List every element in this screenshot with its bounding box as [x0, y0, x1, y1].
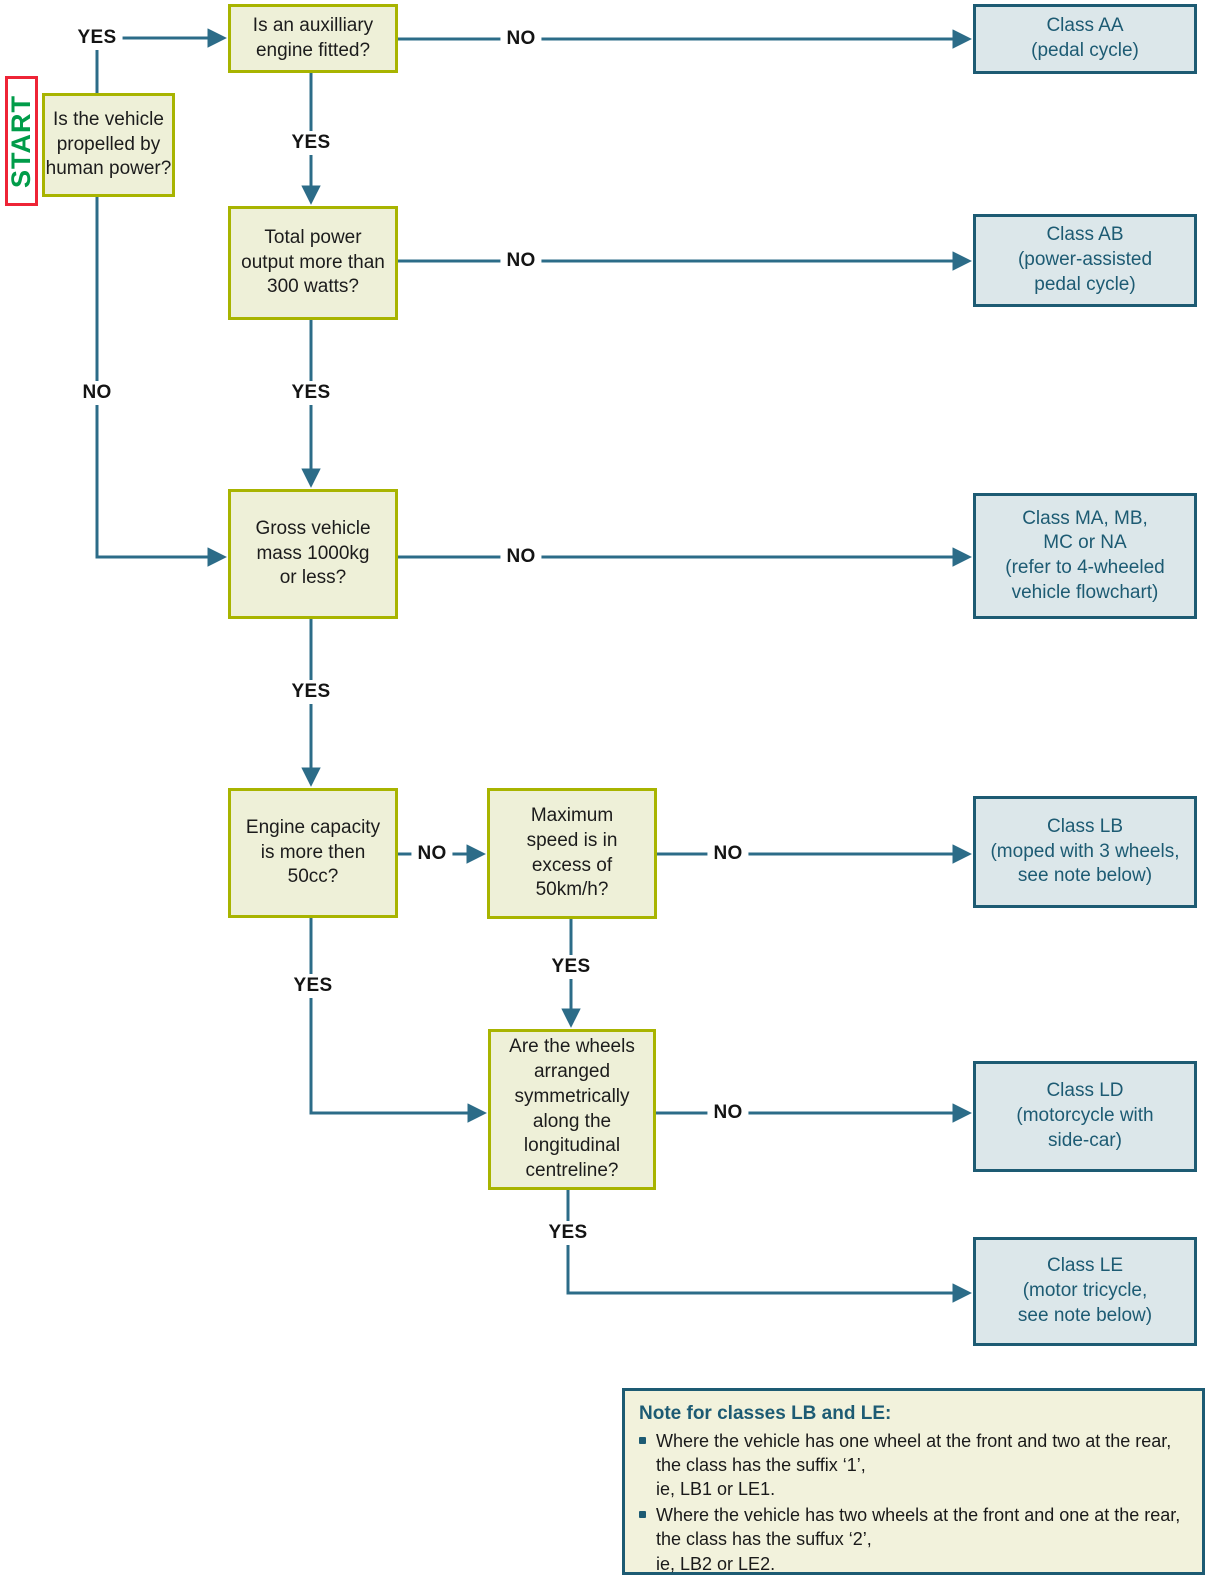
question-engine-capacity: Engine capacity is more then 50cc?: [228, 788, 398, 918]
edge-label-no: NO: [500, 545, 542, 569]
note-title: Note for classes LB and LE:: [639, 1403, 892, 1424]
edge-label-yes: YES: [71, 26, 123, 50]
result-class-ld: Class LD (motorcycle with side-car): [973, 1061, 1197, 1172]
connector-human-power-no: [95, 197, 227, 567]
question-gross-mass: Gross vehicle mass 1000kg or less?: [228, 489, 398, 619]
note-bullet-item: Where the vehicle has two wheels at the …: [639, 1503, 1188, 1575]
edge-label-yes: YES: [545, 955, 597, 979]
edge-label-yes: YES: [285, 131, 337, 155]
result-class-le: Class LE (motor tricycle, see note below…: [973, 1237, 1197, 1346]
connector-engine-capacity-yes: [309, 918, 487, 1123]
edge-label-no: NO: [500, 249, 542, 273]
bullet-square-icon: [639, 1511, 646, 1519]
question-max-speed: Maximum speed is in excess of 50km/h?: [487, 788, 657, 919]
result-class-lb: Class LB (moped with 3 wheels, see note …: [973, 796, 1197, 908]
result-class-ab: Class AB (power-assisted pedal cycle): [973, 214, 1197, 307]
result-class-aa: Class AA (pedal cycle): [973, 4, 1197, 74]
edge-label-no: NO: [76, 381, 118, 405]
edge-label-yes: YES: [287, 974, 339, 998]
note-box: Note for classes LB and LE: Where the ve…: [622, 1388, 1205, 1575]
question-human-power: Is the vehicle propelled by human power?: [42, 93, 175, 197]
bullet-square-icon: [639, 1437, 646, 1444]
edge-label-no: NO: [411, 842, 453, 866]
edge-label-yes: YES: [285, 381, 337, 405]
note-bullet-text: Where the vehicle has one wheel at the f…: [656, 1431, 1172, 1500]
question-wheels-symmetrical: Are the wheels arranged symmetrically al…: [488, 1029, 656, 1190]
note-bullet-text: Where the vehicle has two wheels at the …: [656, 1505, 1181, 1574]
edge-label-no: NO: [707, 1101, 749, 1125]
edge-label-yes: YES: [285, 680, 337, 704]
question-aux-engine: Is an auxilliary engine fitted?: [228, 4, 398, 73]
result-class-ma-mb-mc-na: Class MA, MB, MC or NA (refer to 4-wheel…: [973, 493, 1197, 619]
start-badge: START: [5, 76, 38, 206]
connector-wheels-yes: [566, 1190, 972, 1303]
edge-label-yes: YES: [542, 1221, 594, 1245]
question-power-output: Total power output more than 300 watts?: [228, 206, 398, 320]
edge-label-no: NO: [500, 27, 542, 51]
note-bullet-item: Where the vehicle has one wheel at the f…: [639, 1429, 1188, 1501]
start-label: START: [6, 94, 36, 188]
edge-label-no: NO: [707, 842, 749, 866]
